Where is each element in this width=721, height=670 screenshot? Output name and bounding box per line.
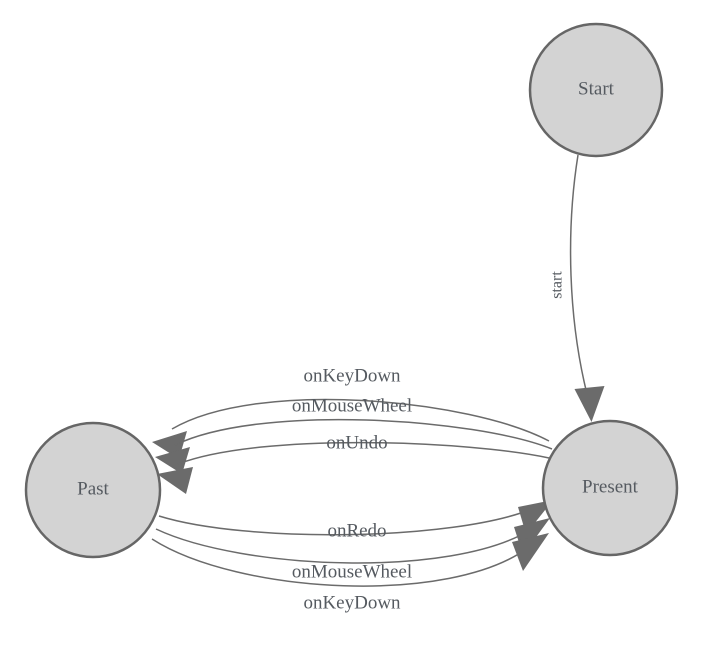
edge-past-to-present-redo-path <box>158 508 533 536</box>
edge-present-to-past-keydown-path <box>171 398 550 442</box>
edge-present-to-past-undo[interactable] <box>157 441 550 494</box>
edge-label-past-to-present-redo: onRedo <box>327 520 386 541</box>
edge-label-start: start <box>549 271 566 299</box>
node-past-label: Past <box>77 478 109 499</box>
edge-past-to-present-keydown-path <box>151 538 530 587</box>
arrow-head-start <box>574 386 605 422</box>
node-present-circle <box>541 419 679 557</box>
edge-present-to-past-mousewheel[interactable] <box>155 418 553 474</box>
arrow-head-past-to-present-keydown <box>512 533 549 571</box>
node-past[interactable]: Past <box>24 421 162 559</box>
edge-past-to-present-mousewheel-path <box>155 528 531 564</box>
edge-past-to-present-keydown[interactable] <box>151 533 549 587</box>
edge-label-past-to-present-mousewheel: onMouseWheel <box>292 561 412 582</box>
edge-present-to-past-undo-path <box>177 441 550 465</box>
edge-start-path <box>569 154 589 399</box>
node-start-label: Start <box>578 78 615 99</box>
arrow-head-present-to-past-undo <box>157 467 193 494</box>
node-start[interactable]: Start <box>528 22 664 158</box>
node-start-circle <box>528 22 664 158</box>
arrow-head-present-to-past-mousewheel <box>155 447 190 474</box>
node-past-circle <box>24 421 162 559</box>
edge-label-present-to-past-mousewheel: onMouseWheel <box>292 395 412 416</box>
edge-label-present-to-past-undo: onUndo <box>326 432 387 453</box>
node-present-label: Present <box>582 476 639 497</box>
edge-label-past-to-present-keydown: onKeyDown <box>303 592 401 613</box>
node-present[interactable]: Present <box>541 419 679 557</box>
edge-start[interactable] <box>569 154 605 422</box>
edge-present-to-past-mousewheel-path <box>174 418 553 450</box>
edge-label-present-to-past-keydown: onKeyDown <box>303 365 401 386</box>
